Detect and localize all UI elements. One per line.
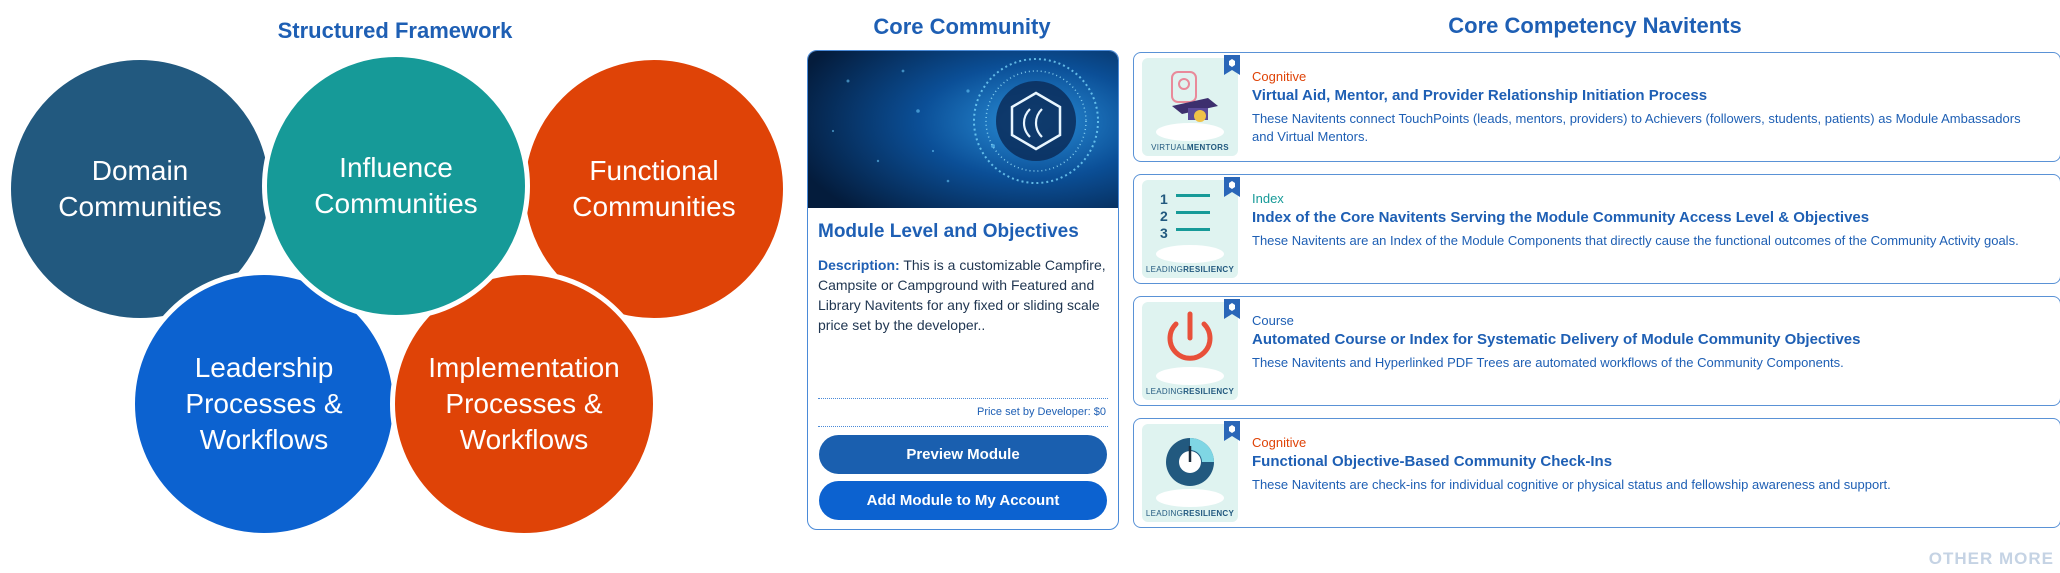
badge-ribbon-icon xyxy=(1224,421,1240,441)
navitent-title[interactable]: Functional Objective-Based Community Che… xyxy=(1252,453,1613,470)
navitent-description: These Navitents are check-ins for indivi… xyxy=(1252,477,1891,492)
module-logo-icon xyxy=(808,51,1118,208)
thumbnail-caption: LEADINGRESILIENCY xyxy=(1145,387,1235,396)
badge-ribbon-icon xyxy=(1224,55,1240,75)
gauge-icon xyxy=(1156,438,1224,507)
navitent-type: Cognitive xyxy=(1252,69,1307,84)
navitent-type: Cognitive xyxy=(1252,435,1307,450)
divider-top xyxy=(818,398,1108,399)
add-module-button[interactable]: Add Module to My Account xyxy=(819,481,1107,520)
navitent-thumbnail: VIRTUALMENTORS xyxy=(1142,58,1238,156)
navitent-type: Index xyxy=(1252,191,1284,206)
domain-communities-circle: Domain Communities xyxy=(6,55,274,323)
navitent-card[interactable]: VIRTUALMENTORS Cognitive Virtual Aid, Me… xyxy=(1133,52,2060,162)
navitent-card[interactable]: LEADINGRESILIENCY Cognitive Functional O… xyxy=(1133,418,2060,528)
module-description: Description: This is a customizable Camp… xyxy=(818,255,1108,335)
module-price: Price set by Developer: $0 xyxy=(976,406,1106,418)
power-icon xyxy=(1156,311,1224,385)
navitent-thumbnail: LEADINGRESILIENCY xyxy=(1142,424,1238,522)
divider-bottom xyxy=(818,426,1108,427)
module-hero-image xyxy=(808,51,1118,208)
navitent-type: Course xyxy=(1252,313,1294,328)
core-community-title: Core Community xyxy=(873,14,1051,39)
leadership-processes-circle: Leadership Processes & Workflows xyxy=(130,270,398,538)
preview-module-button[interactable]: Preview Module xyxy=(819,435,1107,474)
core-competency-title: Core Competency Navitents xyxy=(1448,13,1742,38)
navitent-title[interactable]: Virtual Aid, Mentor, and Provider Relati… xyxy=(1252,87,1708,104)
navitent-description: These Navitents are an Index of the Modu… xyxy=(1252,233,2019,248)
navitent-thumbnail: LEADINGRESILIENCY xyxy=(1142,302,1238,400)
badge-ribbon-icon xyxy=(1224,177,1240,197)
thumbnail-caption: LEADINGRESILIENCY xyxy=(1145,509,1235,518)
navitent-title[interactable]: Automated Course or Index for Systematic… xyxy=(1252,331,1861,348)
implementation-processes-circle: Implementation Processes & Workflows xyxy=(390,270,658,538)
module-title: Module Level and Objectives xyxy=(818,221,1079,242)
description-label: Description: xyxy=(818,257,900,273)
svg-text:2: 2 xyxy=(1160,208,1168,224)
other-more-link[interactable]: OTHER MORE xyxy=(1928,549,2054,568)
numbered-list-icon: 1 2 3 xyxy=(1156,191,1224,263)
thumbnail-caption: VIRTUALMENTORS xyxy=(1151,143,1229,152)
navitent-card[interactable]: 1 2 3 LEADINGRESILIENCY Index Index of t… xyxy=(1133,174,2060,284)
thumbnail-caption: LEADINGRESILIENCY xyxy=(1145,265,1235,274)
navitent-description: These Navitents and Hyperlinked PDF Tree… xyxy=(1252,355,1844,370)
navitent-card[interactable]: LEADINGRESILIENCY Course Automated Cours… xyxy=(1133,296,2060,406)
svg-text:1: 1 xyxy=(1160,191,1168,207)
module-card: Module Level and Objectives Description:… xyxy=(807,50,1119,530)
structured-framework-title: Structured Framework xyxy=(277,18,513,43)
svg-text:3: 3 xyxy=(1160,225,1168,241)
badge-ribbon-icon xyxy=(1224,299,1240,319)
influence-communities-circle: Influence Communities xyxy=(262,52,530,320)
navitent-title[interactable]: Index of the Core Navitents Serving the … xyxy=(1252,209,1870,226)
navitent-thumbnail: 1 2 3 LEADINGRESILIENCY xyxy=(1142,180,1238,278)
navitent-description: These Navitents connect TouchPoints (lea… xyxy=(1252,111,2021,144)
description-text: This is a customizable Campfire, Campsit… xyxy=(818,257,1106,333)
mentor-graduate-icon xyxy=(1156,71,1224,141)
